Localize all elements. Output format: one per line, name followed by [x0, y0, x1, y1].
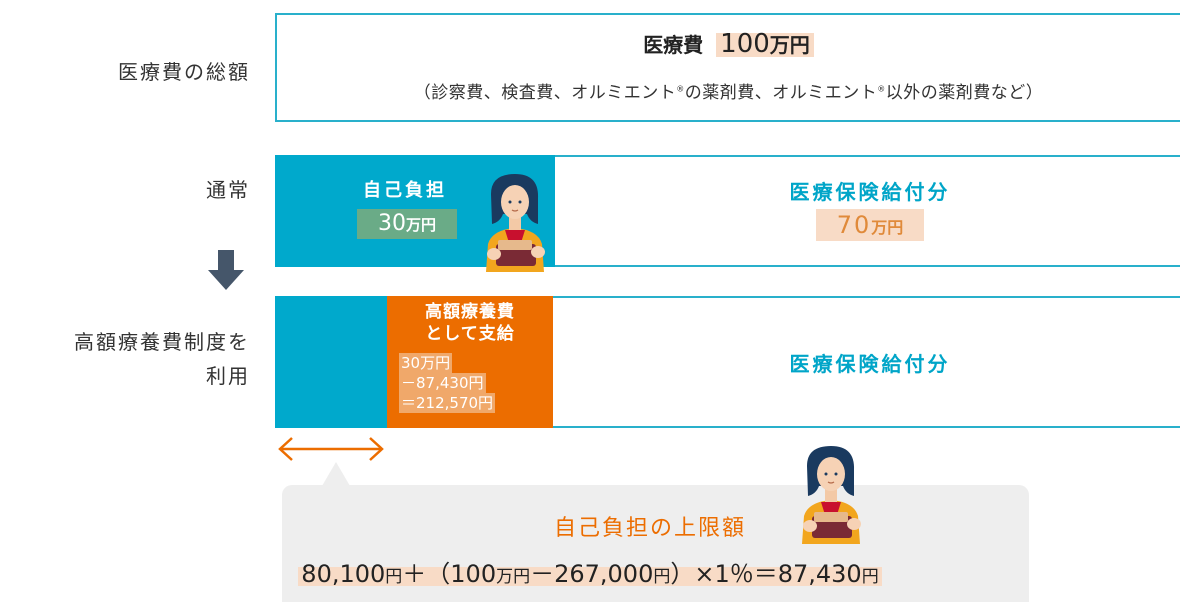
system-insurance-label: 医療保険給付分 [789, 352, 951, 376]
normal-self-pay-amount: 30万円 [357, 209, 457, 239]
formula-part4: ）×1％＝87,430 [670, 560, 862, 588]
down-arrow-icon [208, 250, 244, 296]
total-amount-num: 100 [720, 29, 770, 59]
benefit-label-line1: 高額療養費 [425, 302, 515, 322]
total-title-line: 医療費 100万円 [277, 29, 1180, 59]
benefit-calc-line1: 30万円 [399, 353, 453, 373]
callout-formula: 80,100円＋（100万円－267,000円）×1％＝87,430円 [0, 554, 1180, 589]
normal-self-pay-label: 自己負担 [363, 180, 447, 201]
reg-mark-2: ® [877, 84, 886, 94]
system-self-pay-block [275, 296, 387, 428]
normal-insurance-num: 70 [836, 211, 872, 239]
woman-with-wallet-illustration [478, 172, 552, 272]
normal-insurance-label: 医療保険給付分 [789, 180, 951, 204]
formula-unit1: 円 [385, 567, 403, 587]
formula-unit3: 円 [653, 567, 671, 587]
benefit-label: 高額療養費 として支給 [387, 301, 553, 345]
total-note-b: の薬剤費、オルミエント [684, 83, 878, 103]
formula-part3: －267,000 [530, 560, 654, 588]
benefit-calc: 30万円 －87,430円 ＝212,570円 [399, 353, 496, 413]
benefit-calc-line2: －87,430円 [399, 373, 486, 393]
callout-title: 自己負担の上限額 [553, 516, 746, 541]
row-label-system-line1: 高額療養費制度を [74, 330, 250, 354]
benefit-calc-line3: ＝212,570円 [399, 393, 496, 413]
total-amount-unit: 万円 [769, 33, 810, 57]
total-note: （診察費、検査費、オルミエント®の薬剤費、オルミエント®以外の薬剤費など） [277, 78, 1180, 103]
total-amount: 100万円 [716, 29, 814, 59]
formula-unit4: 円 [861, 567, 879, 587]
benefit-label-line2: として支給 [425, 324, 515, 344]
row-label-system: 高額療養費制度を 利用 [20, 325, 250, 393]
row-label-normal: 通常 [206, 178, 250, 202]
total-note-c: 以外の薬剤費など） [885, 83, 1044, 103]
formula-unit2: 万円 [496, 567, 531, 587]
formula-part2: ＋（100 [402, 560, 497, 588]
normal-self-num: 30 [377, 211, 406, 236]
normal-insurance-amount: 70万円 [816, 209, 924, 241]
woman-with-wallet-illustration-2 [794, 440, 868, 548]
callout-tail [322, 462, 350, 486]
total-cost-box: 医療費 100万円 （診察費、検査費、オルミエント®の薬剤費、オルミエント®以外… [275, 13, 1180, 122]
normal-insurance-unit: 万円 [871, 218, 904, 237]
total-title: 医療費 [643, 33, 704, 57]
row-label-system-line2: 利用 [206, 364, 250, 388]
double-arrow-icon [276, 434, 386, 468]
normal-self-unit: 万円 [405, 216, 436, 234]
formula-part1: 80,100 [301, 560, 386, 588]
formula-highlight: 80,100円＋（100万円－267,000円）×1％＝87,430円 [298, 560, 882, 588]
reg-mark: ® [676, 84, 685, 94]
total-note-a: （診察費、検査費、オルミエント [413, 83, 677, 103]
row-label-total: 医療費の総額 [118, 60, 250, 84]
